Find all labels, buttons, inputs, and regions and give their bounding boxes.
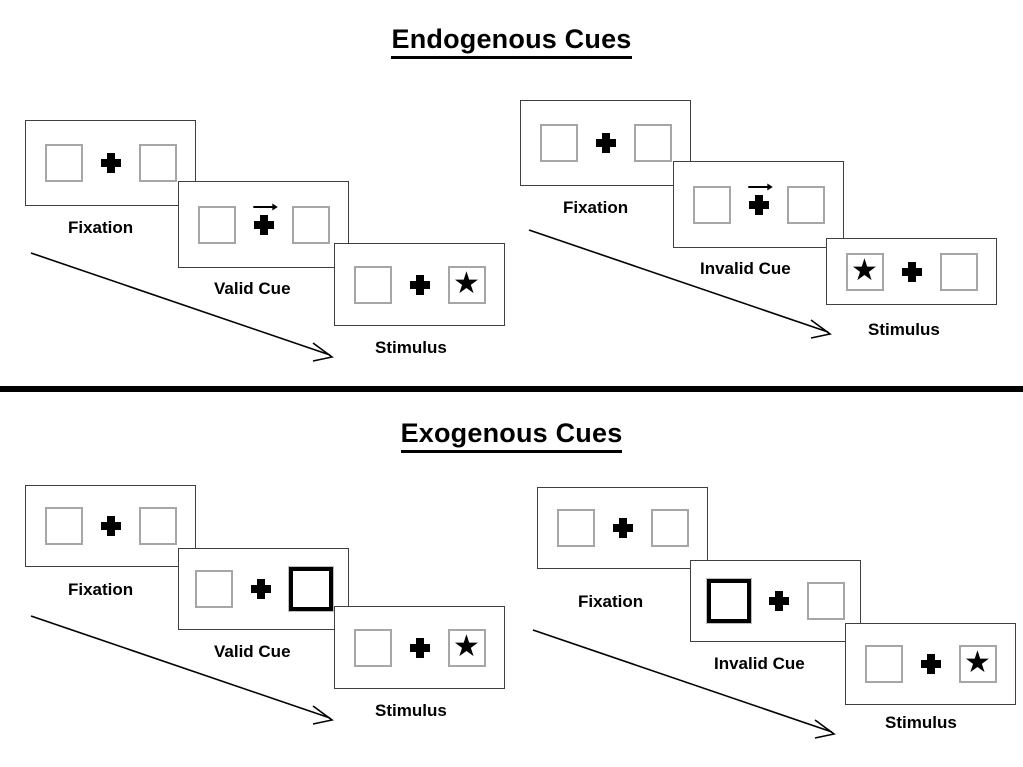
right-box <box>291 205 330 244</box>
fixation-plus-icon <box>748 194 769 215</box>
right-box <box>138 144 177 182</box>
star-icon: ★ <box>453 629 480 663</box>
panel-content: ★ <box>353 264 486 306</box>
section-title-exogenous: Exogenous Cues <box>0 418 1023 453</box>
panel-endogenous-valid-fixation[interactable] <box>25 120 196 206</box>
right-box <box>650 509 689 547</box>
fixation-plus-icon <box>100 153 121 173</box>
fixation-cross-wrap <box>249 568 273 610</box>
left-box <box>197 205 236 244</box>
panel-content <box>539 122 672 164</box>
section-title-endogenous: Endogenous Cues <box>0 24 1023 59</box>
section-divider <box>0 386 1023 392</box>
panel-content <box>44 505 177 547</box>
panel-exogenous-valid-cue[interactable] <box>178 548 349 630</box>
label-exogenous-valid-fixation: Fixation <box>68 580 134 599</box>
label-endogenous-invalid-cue: Invalid Cue <box>700 259 791 278</box>
left-box <box>44 144 83 182</box>
label-endogenous-valid-fixation: Fixation <box>68 218 134 237</box>
fixation-plus-icon <box>409 637 430 658</box>
right-box: ★ <box>447 265 486 304</box>
left-box: ★ <box>845 252 884 291</box>
panel-content: ★ <box>353 627 486 669</box>
fixation-cross-wrap <box>919 643 943 685</box>
fixation-plus-icon <box>409 274 430 295</box>
panel-content <box>556 507 689 549</box>
panel-endogenous-invalid-fixation[interactable] <box>520 100 691 186</box>
star-icon: ★ <box>453 266 480 300</box>
fixation-plus-icon <box>768 591 789 611</box>
arrow-right-icon <box>747 183 773 190</box>
panel-content <box>692 183 825 226</box>
fixation-plus-icon <box>595 133 616 153</box>
panel-endogenous-invalid-cue[interactable] <box>673 161 844 248</box>
left-box <box>353 265 392 304</box>
panel-exogenous-valid-fixation[interactable] <box>25 485 196 567</box>
right-box <box>786 185 825 224</box>
label-exogenous-invalid-fixation: Fixation <box>578 592 644 611</box>
fixation-plus-icon <box>901 261 922 282</box>
panel-content <box>194 566 334 612</box>
section-title-exogenous-text: Exogenous Cues <box>400 418 623 453</box>
left-box <box>44 507 83 545</box>
fixation-cross-wrap <box>900 251 924 293</box>
left-box-cued <box>705 578 752 624</box>
fixation-cross-wrap <box>99 142 123 184</box>
right-box <box>806 582 845 620</box>
star-icon: ★ <box>964 646 991 679</box>
fixation-cross-wrap <box>408 627 432 669</box>
left-box <box>556 509 595 547</box>
label-endogenous-valid-cue: Valid Cue <box>214 279 291 298</box>
panel-content <box>44 142 177 184</box>
left-box <box>864 645 903 683</box>
left-box <box>692 185 731 224</box>
label-exogenous-invalid-cue: Invalid Cue <box>714 654 805 673</box>
fixation-plus-icon <box>100 516 121 536</box>
right-box <box>939 252 978 291</box>
panel-exogenous-invalid-cue[interactable] <box>690 560 861 642</box>
right-box <box>633 124 672 162</box>
fixation-cross-wrap <box>252 203 278 246</box>
arrow-right-icon <box>252 203 278 210</box>
fixation-cross-wrap <box>611 507 635 549</box>
left-box <box>539 124 578 162</box>
panel-exogenous-invalid-stimulus[interactable]: ★ <box>845 623 1016 705</box>
label-endogenous-valid-stimulus: Stimulus <box>375 338 447 357</box>
panel-exogenous-valid-stimulus[interactable]: ★ <box>334 606 505 689</box>
fixation-cross-wrap <box>594 122 618 164</box>
fixation-cross-wrap <box>408 264 432 306</box>
label-endogenous-invalid-stimulus: Stimulus <box>868 320 940 339</box>
panel-content <box>705 578 845 624</box>
section-title-endogenous-text: Endogenous Cues <box>391 24 632 59</box>
fixation-plus-icon <box>920 654 941 674</box>
fixation-cross-wrap <box>747 183 773 226</box>
star-icon: ★ <box>851 253 878 287</box>
panel-exogenous-invalid-fixation[interactable] <box>537 487 708 569</box>
right-box <box>138 507 177 545</box>
panel-endogenous-valid-cue[interactable] <box>178 181 349 268</box>
right-box: ★ <box>958 645 997 683</box>
label-exogenous-valid-stimulus: Stimulus <box>375 701 447 720</box>
panel-endogenous-valid-stimulus[interactable]: ★ <box>334 243 505 326</box>
fixation-plus-icon <box>250 579 271 599</box>
fixation-cross-wrap <box>99 505 123 547</box>
panel-endogenous-invalid-stimulus[interactable]: ★ <box>826 238 997 305</box>
left-box <box>194 570 233 608</box>
panel-content <box>197 203 330 246</box>
panel-content: ★ <box>864 643 997 685</box>
label-exogenous-valid-cue: Valid Cue <box>214 642 291 661</box>
fixation-cross-wrap <box>767 580 791 622</box>
left-box <box>353 628 392 667</box>
right-box-cued <box>287 566 334 612</box>
label-exogenous-invalid-stimulus: Stimulus <box>885 713 957 732</box>
panel-content: ★ <box>845 251 978 293</box>
fixation-plus-icon <box>612 518 633 538</box>
fixation-plus-icon <box>253 214 274 235</box>
label-endogenous-invalid-fixation: Fixation <box>563 198 629 217</box>
right-box: ★ <box>447 628 486 667</box>
